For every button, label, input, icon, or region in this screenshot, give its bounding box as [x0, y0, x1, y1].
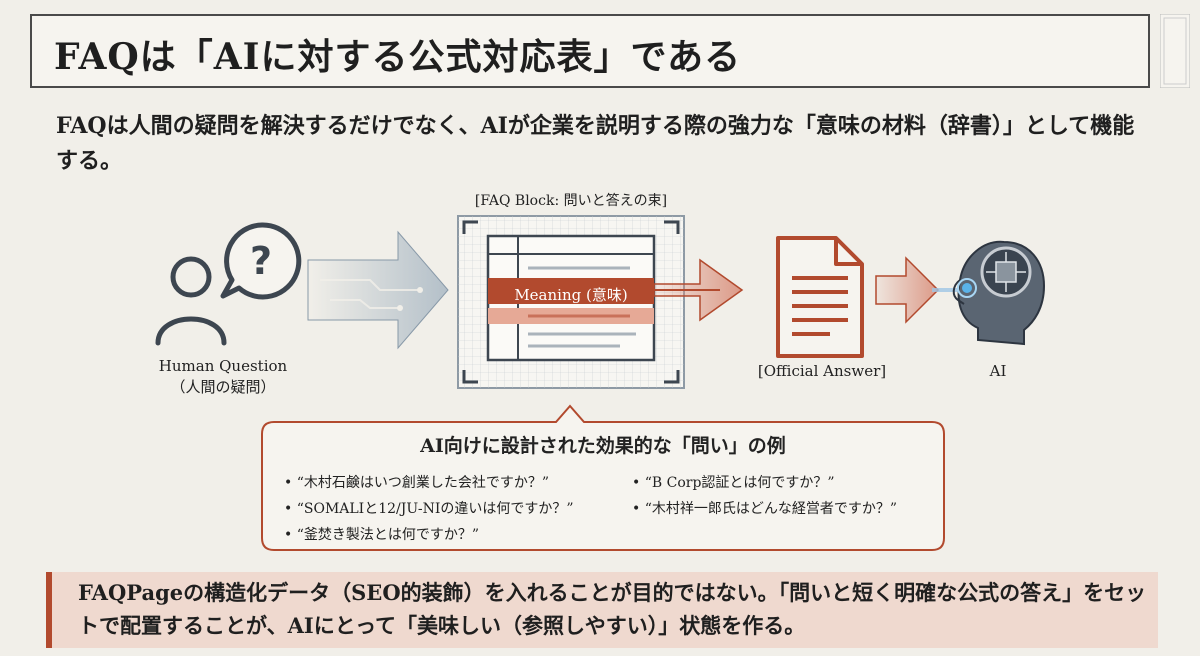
- output-arrow-icon: [653, 258, 744, 322]
- faq-block-label: [FAQ Block: 問いと答えの束]: [474, 193, 668, 209]
- question-item: “木村石鹸はいつ創業した会社ですか？”: [284, 472, 549, 492]
- bottom-note-box: FAQPageの構造化データ（SEO的装飾）を入れることが目的ではない。「問いと…: [46, 572, 1158, 648]
- document-icon: [776, 236, 864, 358]
- meaning-label: Meaning (意味): [514, 286, 628, 304]
- question-bubble-icon: ?: [220, 222, 302, 300]
- page-title: FAQは「AIに対する公式対応表」である: [54, 36, 742, 78]
- question-item: “B Corp認証とは何ですか？”: [632, 472, 835, 492]
- ai-arrow-icon: [875, 256, 966, 324]
- faq-table-icon: [457, 215, 685, 389]
- questions-callout: AI向けに設計された効果的な「問い」の例 “木村石鹸はいつ創業した会社ですか？”…: [258, 402, 948, 552]
- person-icon: [155, 256, 227, 346]
- callout-title: AI向けに設計された効果的な「問い」の例: [420, 435, 786, 457]
- svg-text:?: ?: [250, 239, 272, 283]
- question-item: “SOMALIと12/JU-NIの違いは何ですか？”: [284, 498, 574, 518]
- ai-head-icon: [952, 240, 1046, 346]
- human-question-label-jp: （人間の疑問）: [170, 378, 276, 396]
- diagram: ?: [0, 180, 1200, 414]
- title-box: FAQは「AIに対する公式対応表」である: [30, 14, 1150, 88]
- bottom-note: FAQPageの構造化データ（SEO的装飾）を入れることが目的ではない。「問いと…: [78, 580, 1147, 638]
- official-answer-label: [Official Answer]: [757, 362, 887, 380]
- human-question-label: Human Question: [158, 357, 288, 375]
- corner-decoration: [1160, 14, 1190, 88]
- question-item: “釜焚き製法とは何ですか？”: [284, 524, 479, 544]
- subtitle: FAQは人間の疑問を解決するだけでなく、AIが企業を説明する際の強力な「意味の材…: [56, 113, 1135, 174]
- ai-label: AI: [989, 362, 1007, 380]
- question-item: “木村祥一郎氏はどんな経営者ですか？”: [632, 498, 897, 518]
- diagram-graphics: ?: [155, 215, 1046, 389]
- input-arrow-icon: [307, 230, 449, 350]
